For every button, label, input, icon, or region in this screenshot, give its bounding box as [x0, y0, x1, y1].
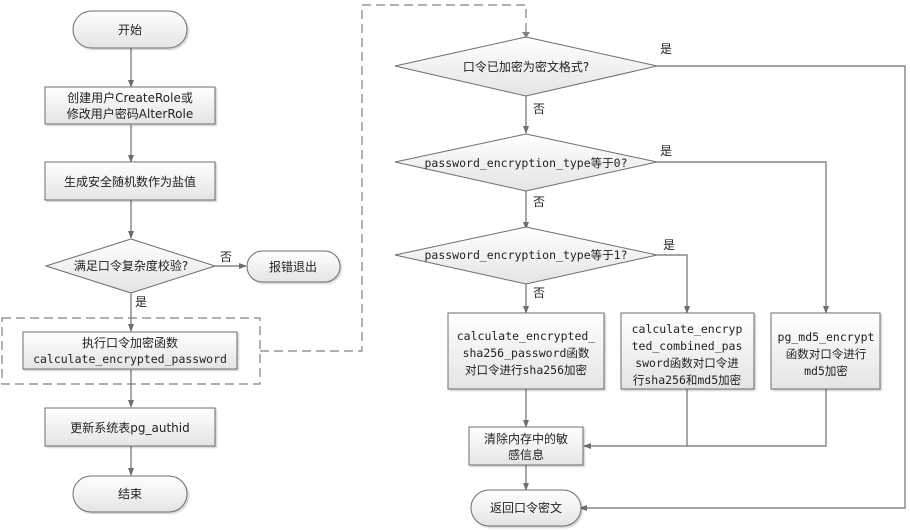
node-exec-encrypt-line2: calculate_encrypted_password: [33, 352, 227, 366]
dashed-arrowhead: [522, 32, 530, 38]
node-end[interactable]: 结束: [72, 475, 188, 513]
node-clear-memory[interactable]: 清除内存中的敏 感信息: [468, 426, 584, 466]
node-gen-salt-label: 生成安全随机数作为盐值: [64, 174, 196, 189]
edge-type0-yes: [657, 161, 829, 314]
node-md5-line2: 函数对口令进行: [786, 347, 867, 361]
node-create-role-line1: 创建用户CreateRole或: [67, 90, 193, 105]
dashed-connector-detail: [260, 4, 527, 352]
node-combined[interactable]: calculate_encryp ted_combined_pas sword函…: [620, 312, 755, 390]
node-type-eq-0[interactable]: password_encryption_type等于0?: [394, 133, 658, 192]
edge-label-type0-yes: 是: [660, 144, 672, 158]
edge-encrypted-yes: [579, 65, 906, 511]
node-complexity-check-label: 满足口令复杂度校验?: [74, 258, 188, 273]
edge-md5-clear: [687, 389, 827, 447]
edge-combined-clear: [583, 389, 688, 449]
node-gen-salt[interactable]: 生成安全随机数作为盐值: [44, 161, 216, 201]
node-combined-line4: 行sha256和md5加密: [633, 373, 741, 387]
node-error-exit-label: 报错退出: [269, 259, 317, 274]
node-exec-encrypt[interactable]: 执行口令加密函数 calculate_encrypted_password: [22, 331, 238, 370]
node-end-label: 结束: [118, 487, 142, 501]
node-combined-line2: ted_combined_pas: [632, 339, 743, 353]
node-sha256-line1: calculate_encrypted_: [457, 329, 596, 343]
node-type-eq-0-label: password_encryption_type等于0?: [424, 156, 627, 170]
node-md5-line1: pg_md5_encrypt: [778, 330, 875, 344]
node-return-cipher-label: 返回口令密文: [490, 500, 562, 515]
edge-label-no: 否: [220, 250, 232, 264]
edge-label-encrypted-no: 否: [533, 102, 545, 116]
node-complexity-check[interactable]: 满足口令复杂度校验?: [44, 238, 217, 294]
node-start-label: 开始: [118, 23, 142, 37]
node-return-cipher[interactable]: 返回口令密文: [470, 489, 582, 527]
node-md5-line3: md5加密: [804, 364, 848, 378]
edge-label-type1-yes: 是: [663, 238, 675, 252]
node-combined-line1: calculate_encryp: [632, 322, 743, 336]
node-sha256[interactable]: calculate_encrypted_ sha256_password函数 对…: [447, 312, 605, 390]
node-create-role[interactable]: 创建用户CreateRole或 修改用户密码AlterRole: [44, 86, 216, 125]
node-update-table-label: 更新系统表pg_authid: [70, 420, 189, 435]
node-update-table[interactable]: 更新系统表pg_authid: [44, 407, 216, 447]
node-type-eq-1-label: password_encryption_type等于1?: [424, 248, 627, 262]
node-already-encrypted[interactable]: 口令已加密为密文格式?: [394, 36, 658, 97]
node-combined-line3: sword函数对口令进: [635, 356, 739, 370]
edge-type1-yes: [657, 254, 690, 314]
node-md5[interactable]: pg_md5_encrypt 函数对口令进行 md5加密: [770, 312, 881, 390]
dashed-group-exec: [1, 317, 261, 385]
node-clear-memory-line2: 感信息: [508, 447, 544, 462]
node-already-encrypted-label: 口令已加密为密文格式?: [463, 59, 589, 74]
node-start[interactable]: 开始: [72, 10, 188, 49]
node-sha256-line3: 对口令进行sha256加密: [465, 363, 587, 377]
node-clear-memory-line1: 清除内存中的敏: [484, 431, 568, 446]
edge-label-yes: 是: [135, 295, 147, 309]
node-exec-encrypt-line1: 执行口令加密函数: [82, 335, 178, 350]
node-sha256-line2: sha256_password函数: [463, 346, 590, 360]
node-type-eq-1[interactable]: password_encryption_type等于1?: [394, 226, 658, 285]
node-create-role-line2: 修改用户密码AlterRole: [67, 106, 193, 121]
edge-label-type1-no: 否: [533, 286, 545, 300]
edge-label-encrypted-yes: 是: [660, 42, 672, 56]
node-error-exit[interactable]: 报错退出: [246, 250, 341, 283]
edge-label-type0-no: 否: [533, 195, 545, 209]
